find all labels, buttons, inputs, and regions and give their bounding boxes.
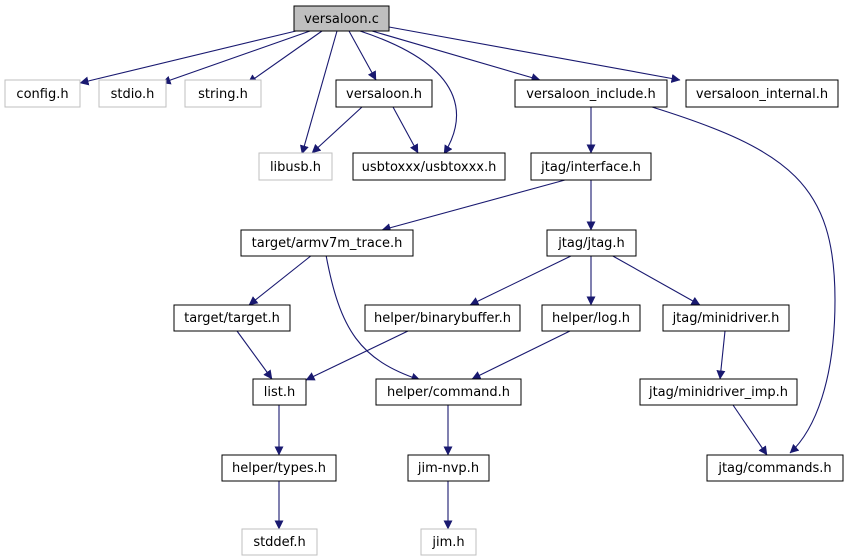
node-versaloon-c-box xyxy=(293,5,390,32)
node-versaloon-c-label: versaloon.c xyxy=(304,12,379,27)
node-list-h-box xyxy=(252,378,307,406)
node-list-h-label: list.h xyxy=(264,385,295,400)
node-stdio-h[interactable]: stdio.h xyxy=(98,79,167,108)
nodes: versaloon.c config.h stdio.h string.h ve… xyxy=(4,5,844,556)
node-target-target-h[interactable]: target/target.h xyxy=(173,304,291,332)
node-jtag-jtag-h[interactable]: jtag/jtag.h xyxy=(546,229,637,257)
node-stddef-h-box xyxy=(241,528,318,556)
node-config-h-label: config.h xyxy=(16,87,68,102)
node-target-target-h-label: target/target.h xyxy=(184,311,280,326)
edge-versaloon-c-to-versaloon-include-h xyxy=(371,30,541,82)
node-helper-command-h-box xyxy=(375,378,522,406)
edge-versaloon-c-to-versaloon-internal-h xyxy=(388,26,681,83)
node-jtag-interface-h-label: jtag/interface.h xyxy=(540,160,641,175)
node-versaloon-h-label: versaloon.h xyxy=(346,87,422,102)
edge-helper-log-h-to-helper-command-h xyxy=(471,330,571,380)
node-binarybuffer-h-label: helper/binarybuffer.h xyxy=(374,311,511,326)
node-jtag-commands-h-box xyxy=(706,454,844,482)
node-jim-nvp-h-box xyxy=(407,454,490,482)
node-helper-log-h-label: helper/log.h xyxy=(552,311,630,326)
node-string-h[interactable]: string.h xyxy=(184,79,262,108)
node-versaloon-c: versaloon.c xyxy=(293,5,390,32)
node-stdio-h-label: stdio.h xyxy=(111,87,155,102)
node-binarybuffer-h[interactable]: helper/binarybuffer.h xyxy=(364,304,521,332)
node-jtag-commands-h[interactable]: jtag/commands.h xyxy=(706,454,844,482)
edges xyxy=(79,26,836,530)
node-minidriver-imp-h[interactable]: jtag/minidriver_imp.h xyxy=(639,378,798,406)
node-helper-types-h-label: helper/types.h xyxy=(232,461,326,476)
node-minidriver-imp-h-label: jtag/minidriver_imp.h xyxy=(648,385,788,400)
node-jim-nvp-h[interactable]: jim-nvp.h xyxy=(407,454,490,482)
node-libusb-h-box xyxy=(258,152,333,181)
node-versaloon-h[interactable]: versaloon.h xyxy=(335,79,433,108)
edge-versaloon-include-h-to-jtag-commands-h xyxy=(651,106,836,454)
node-string-h-label: string.h xyxy=(198,87,248,102)
node-jtag-interface-h-box xyxy=(530,152,652,181)
node-jim-nvp-h-label: jim-nvp.h xyxy=(417,461,479,476)
edge-versaloon-c-to-stdio-h xyxy=(161,30,311,85)
edge-versaloon-c-to-usbtoxxx-h xyxy=(359,30,457,155)
edge-versaloon-h-to-libusb-h xyxy=(311,106,363,154)
node-string-h-box xyxy=(184,79,262,108)
node-armv7m-trace-h-box xyxy=(240,229,414,257)
node-jim-h-label: jim.h xyxy=(431,535,464,550)
node-minidriver-imp-h-box xyxy=(639,378,798,406)
node-minidriver-h[interactable]: jtag/minidriver.h xyxy=(662,304,790,332)
node-versaloon-include-h-label: versaloon_include.h xyxy=(526,87,656,102)
node-target-target-h-box xyxy=(173,304,291,332)
node-minidriver-h-label: jtag/minidriver.h xyxy=(672,311,780,326)
node-usbtoxxx-h-box xyxy=(352,152,506,181)
node-versaloon-internal-h-label: versaloon_internal.h xyxy=(696,87,828,102)
node-jtag-jtag-h-box xyxy=(546,229,637,257)
node-versaloon-internal-h[interactable]: versaloon_internal.h xyxy=(685,79,839,108)
node-stddef-h-label: stddef.h xyxy=(253,535,305,550)
node-versaloon-internal-h-box xyxy=(685,79,839,108)
node-jtag-commands-h-label: jtag/commands.h xyxy=(717,461,831,476)
node-helper-types-h[interactable]: helper/types.h xyxy=(221,454,337,482)
node-minidriver-h-box xyxy=(662,304,790,332)
node-versaloon-include-h-box xyxy=(514,79,668,108)
edge-versaloon-c-to-versaloon-h xyxy=(348,30,377,81)
edge-versaloon-c-to-config-h xyxy=(79,30,297,86)
node-jtag-interface-h[interactable]: jtag/interface.h xyxy=(530,152,652,181)
node-binarybuffer-h-box xyxy=(364,304,521,332)
edge-minidriver-imp-h-to-jtag-commands-h xyxy=(732,404,768,456)
node-jim-h[interactable]: jim.h xyxy=(420,528,477,556)
edge-binarybuffer-h-to-list-h xyxy=(305,330,409,381)
node-jtag-jtag-h-label: jtag/jtag.h xyxy=(557,236,625,251)
node-stdio-h-box xyxy=(98,79,167,108)
node-config-h[interactable]: config.h xyxy=(4,79,81,108)
node-jim-h-box xyxy=(420,528,477,556)
node-helper-log-h[interactable]: helper/log.h xyxy=(541,304,641,332)
node-helper-command-h-label: helper/command.h xyxy=(387,385,510,400)
node-libusb-h[interactable]: libusb.h xyxy=(258,152,333,181)
node-helper-command-h[interactable]: helper/command.h xyxy=(375,378,522,406)
node-versaloon-include-h[interactable]: versaloon_include.h xyxy=(514,79,668,108)
node-helper-log-h-box xyxy=(541,304,641,332)
node-armv7m-trace-h-label: target/armv7m_trace.h xyxy=(252,236,403,251)
node-versaloon-h-box xyxy=(335,79,433,108)
node-libusb-h-label: libusb.h xyxy=(270,160,321,175)
edge-armv7m-trace-h-to-helper-command-h xyxy=(325,254,421,382)
edge-armv7m-trace-h-to-target-target-h xyxy=(248,254,313,306)
node-stddef-h[interactable]: stddef.h xyxy=(241,528,318,556)
node-usbtoxxx-h-label: usbtoxxx/usbtoxxx.h xyxy=(362,160,497,175)
edge-minidriver-h-to-minidriver-imp-h xyxy=(716,330,726,380)
edge-versaloon-c-to-libusb-h xyxy=(300,30,338,155)
edge-jtag-jtag-h-to-minidriver-h xyxy=(610,254,701,306)
node-config-h-box xyxy=(4,79,81,108)
node-armv7m-trace-h[interactable]: target/armv7m_trace.h xyxy=(240,229,414,257)
edge-jtag-interface-h-to-armv7m-trace-h xyxy=(381,179,566,233)
node-usbtoxxx-h[interactable]: usbtoxxx/usbtoxxx.h xyxy=(352,152,506,181)
node-helper-types-h-box xyxy=(221,454,337,482)
edge-versaloon-h-to-usbtoxxx-h xyxy=(392,106,419,154)
edge-jtag-jtag-h-to-binarybuffer-h xyxy=(469,254,574,306)
edge-versaloon-c-to-string-h xyxy=(247,30,323,84)
edge-target-target-h-to-list-h xyxy=(236,330,273,380)
node-list-h[interactable]: list.h xyxy=(252,378,307,406)
